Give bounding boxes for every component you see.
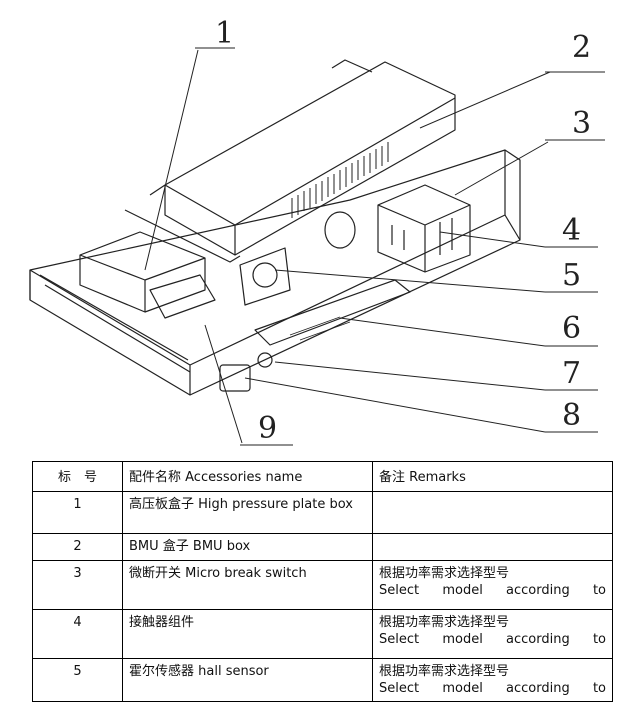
callout-2: 2	[572, 30, 591, 65]
callout-6: 6	[562, 311, 581, 346]
assembly-drawing: 1 2 3 4 5 6 7 8 9	[29, 16, 605, 446]
base-tray	[29, 149, 521, 396]
high-pressure-box	[79, 231, 206, 313]
header-name: 配件名称 Accessories name	[122, 461, 373, 492]
table-row: 5 霍尔传感器 hall sensor 根据功率需求选择型号 Select mo…	[32, 658, 613, 702]
table-row: 3 微断开关 Micro break switch 根据功率需求选择型号 Sel…	[32, 560, 613, 610]
accessories-table: 标 号 配件名称 Accessories name 备注 Remarks 1 高…	[32, 461, 613, 702]
remark-en: Select model according to	[379, 632, 606, 647]
table-row: 1 高压板盒子 High pressure plate box	[32, 491, 613, 534]
table-header-row: 标 号 配件名称 Accessories name 备注 Remarks	[32, 461, 613, 492]
cell-name: 霍尔传感器 hall sensor	[122, 658, 373, 702]
callout-4: 4	[562, 213, 581, 248]
cell-name: 高压板盒子 High pressure plate box	[122, 491, 373, 534]
bmu-box	[164, 61, 456, 256]
cell-remarks: 根据功率需求选择型号 Select model according to	[372, 560, 613, 610]
power-socket	[219, 364, 251, 392]
table-row: 2 BMU 盒子 BMU box	[32, 533, 613, 561]
hall-sensor	[252, 262, 278, 288]
cell-no: 5	[32, 658, 123, 702]
callout-5: 5	[562, 258, 581, 293]
remark-en: Select model according to	[379, 681, 606, 696]
cell-name: BMU 盒子 BMU box	[122, 533, 373, 561]
remark-cn: 根据功率需求选择型号	[379, 566, 510, 581]
cell-remarks	[372, 533, 613, 561]
cell-name: 接触器组件	[122, 609, 373, 659]
cell-name: 微断开关 Micro break switch	[122, 560, 373, 610]
remark-cn: 根据功率需求选择型号	[379, 615, 510, 630]
callout-9: 9	[258, 411, 277, 446]
cell-remarks: 根据功率需求选择型号 Select model according to	[372, 658, 613, 702]
cell-no: 3	[32, 560, 123, 610]
callout-7: 7	[562, 356, 581, 391]
cell-remarks	[372, 491, 613, 534]
header-remarks: 备注 Remarks	[372, 461, 613, 492]
indicator	[257, 352, 273, 368]
cell-no: 2	[32, 533, 123, 561]
header-no: 标 号	[32, 461, 123, 492]
remark-en: Select model according to	[379, 583, 606, 598]
remark-cn: 根据功率需求选择型号	[379, 664, 510, 679]
table-row: 4 接触器组件 根据功率需求选择型号 Select model accordin…	[32, 609, 613, 659]
cell-remarks: 根据功率需求选择型号 Select model according to	[372, 609, 613, 659]
callout-3: 3	[572, 106, 591, 141]
contactor	[377, 184, 471, 273]
callout-8: 8	[562, 398, 581, 433]
cell-no: 1	[32, 491, 123, 534]
cell-no: 4	[32, 609, 123, 659]
callout-1: 1	[215, 16, 234, 51]
